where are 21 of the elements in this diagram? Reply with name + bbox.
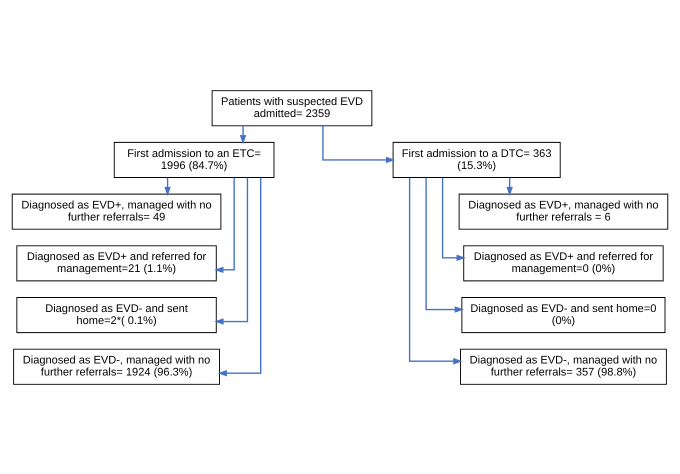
node-box: Diagnosed as EVD+, managed with no further referrals = 6: [458, 193, 668, 230]
arrow: [442, 177, 466, 261]
arrow: [408, 177, 462, 364]
node-box: Diagnosed as EVD-, managed with no further referrals= 1924 (96.3%): [13, 348, 220, 384]
node-box: Diagnosed as EVD- and sent home=2*( 0.1%): [16, 296, 217, 333]
node-box: Diagnosed as EVD+, managed with no further referrals= 49: [12, 193, 222, 230]
arrow: [218, 177, 262, 376]
arrow: [425, 177, 464, 312]
node-box: First admission to an ETC= 1996 (84.7%): [114, 141, 274, 178]
arrow: [214, 177, 235, 273]
node-box: Diagnosed as EVD-, managed with no further referrals= 357 (98.8%): [460, 348, 667, 384]
arrow: [164, 177, 171, 196]
arrow: [506, 177, 513, 196]
node-box: Patients with suspected EVD admitted= 2359: [212, 90, 372, 126]
node-box: Diagnosed as EVD+ and referred for management=21 (1.1%): [16, 244, 217, 281]
node-box: Diagnosed as EVD+ and referred for management=0 (0%): [463, 244, 664, 281]
node-box: First admission to a DTC= 363 (15.3%): [392, 141, 561, 178]
node-box: Diagnosed as EVD- and sent home=0 (0%): [461, 296, 666, 333]
arrow: [240, 126, 246, 144]
arrow: [214, 177, 248, 324]
arrow: [322, 126, 396, 163]
